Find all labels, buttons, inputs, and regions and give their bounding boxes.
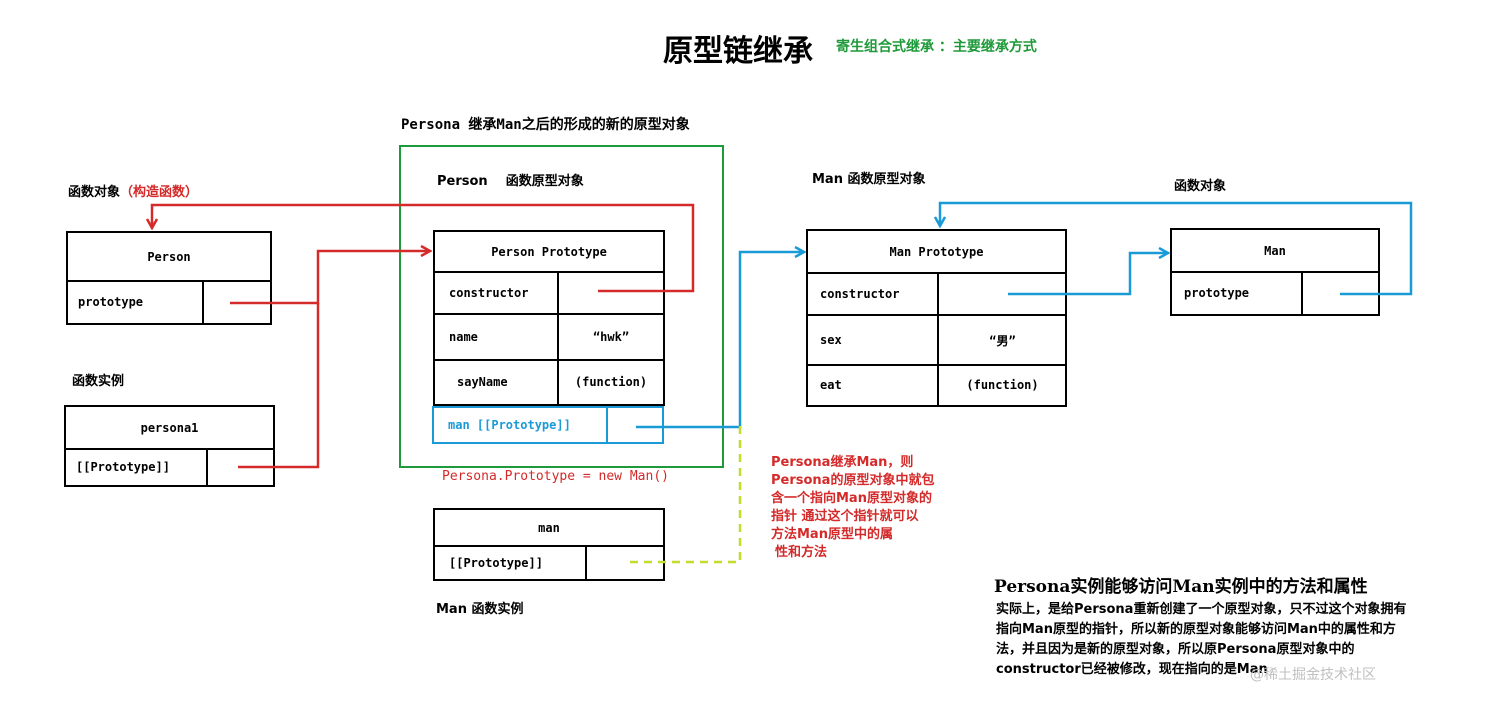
label-man-func-obj: 函数对象	[1174, 179, 1227, 194]
man-prototype-link-row: man [[Prototype]]	[432, 406, 664, 444]
person-ctor-box: Person prototype	[66, 231, 272, 325]
red-note-line: 方法Man原型中的属	[771, 527, 893, 542]
label-persona-inherit: Persona 继承Man之后的形成的新的原型对象	[401, 117, 690, 133]
page-title: 原型链继承	[663, 34, 813, 69]
red-note: Persona继承Man，则 Persona的原型对象中就包 含一个指向Man原…	[771, 454, 971, 562]
dashed-man-instance-link	[630, 422, 742, 564]
arrow-person-prototype	[230, 251, 430, 305]
note-body: 实际上，是给Persona重新创建了一个原型对象，只不过这个对象拥有指向Man原…	[996, 602, 1407, 677]
red-note-line: Persona的原型对象中就包	[771, 473, 935, 488]
box-header: Person Prototype	[491, 245, 607, 259]
row-key-name: name	[449, 330, 478, 344]
label-man-func-instance: Man 函数实例	[436, 602, 524, 617]
row-key-sex: sex	[820, 333, 842, 347]
row-key-sayname: sayName	[457, 375, 508, 389]
row-value-sayname: (function)	[574, 375, 648, 389]
box-header: Man	[1264, 244, 1286, 258]
row-key-prototype: prototype	[78, 295, 144, 309]
label-person-proto-obj: Person 函数原型对象	[437, 174, 584, 189]
row-value-sex: “男”	[989, 333, 1016, 348]
new-prototype-container	[399, 145, 724, 468]
row-key-prototype-link: [[Prototype]]	[76, 460, 170, 474]
arrow-man-prototype-link	[636, 252, 804, 429]
red-note-line: Persona继承Man，则	[771, 455, 914, 470]
row-key-man-prototype: man [[Prototype]]	[448, 418, 571, 432]
man-ctor-box: Man prototype	[1170, 228, 1380, 316]
arrow-persona1-prototype	[238, 303, 320, 469]
row-value-name: “hwk”	[592, 330, 630, 344]
row-key-eat: eat	[820, 378, 842, 392]
label-ctor-paren: （构造函数）	[120, 185, 199, 200]
red-note-line: 性和方法	[775, 545, 828, 560]
label-func-object: 函数对象	[68, 185, 121, 200]
label-func-instance: 函数实例	[72, 374, 125, 389]
subtitle: 寄生组合式继承 ：主要继承方式	[836, 39, 1037, 55]
arrow-man-ctor-prototype	[940, 201, 1413, 296]
person-prototype-box: Person Prototype constructor name “hwk” …	[433, 230, 665, 406]
box-header: Man Prototype	[889, 245, 984, 259]
watermark: @稀土掘金技术社区	[1250, 667, 1376, 683]
note-heading: Persona实例能够访问Man实例中的方法和属性	[994, 577, 1368, 597]
man-prototype-box: Man Prototype constructor sex “男” eat (f…	[806, 229, 1067, 407]
row-key-constructor: constructor	[820, 287, 900, 301]
box-header: man	[538, 521, 560, 535]
box-header: Person	[147, 250, 191, 264]
row-value-eat: (function)	[966, 378, 1039, 392]
label-man-proto-obj: Man 函数原型对象	[812, 172, 926, 187]
row-key-prototype: prototype	[1184, 286, 1250, 300]
arrow-constructor-person	[152, 203, 695, 293]
assignment-label: Persona.Prototype = new Man()	[442, 469, 669, 484]
red-note-line: 指针 通过这个指针就可以	[771, 509, 919, 524]
box-header: persona1	[140, 421, 199, 435]
red-note-line: 含一个指向Man原型对象的	[771, 491, 932, 506]
row-key-constructor: constructor	[449, 286, 529, 300]
row-key-prototype-link: [[Prototype]]	[449, 555, 543, 570]
arrow-man-constructor	[1008, 253, 1168, 296]
label-func-object-ctor: 函数对象（构造函数）	[68, 181, 198, 200]
man-instance-box: man [[Prototype]]	[433, 508, 665, 581]
persona1-box: persona1 [[Prototype]]	[64, 405, 275, 487]
